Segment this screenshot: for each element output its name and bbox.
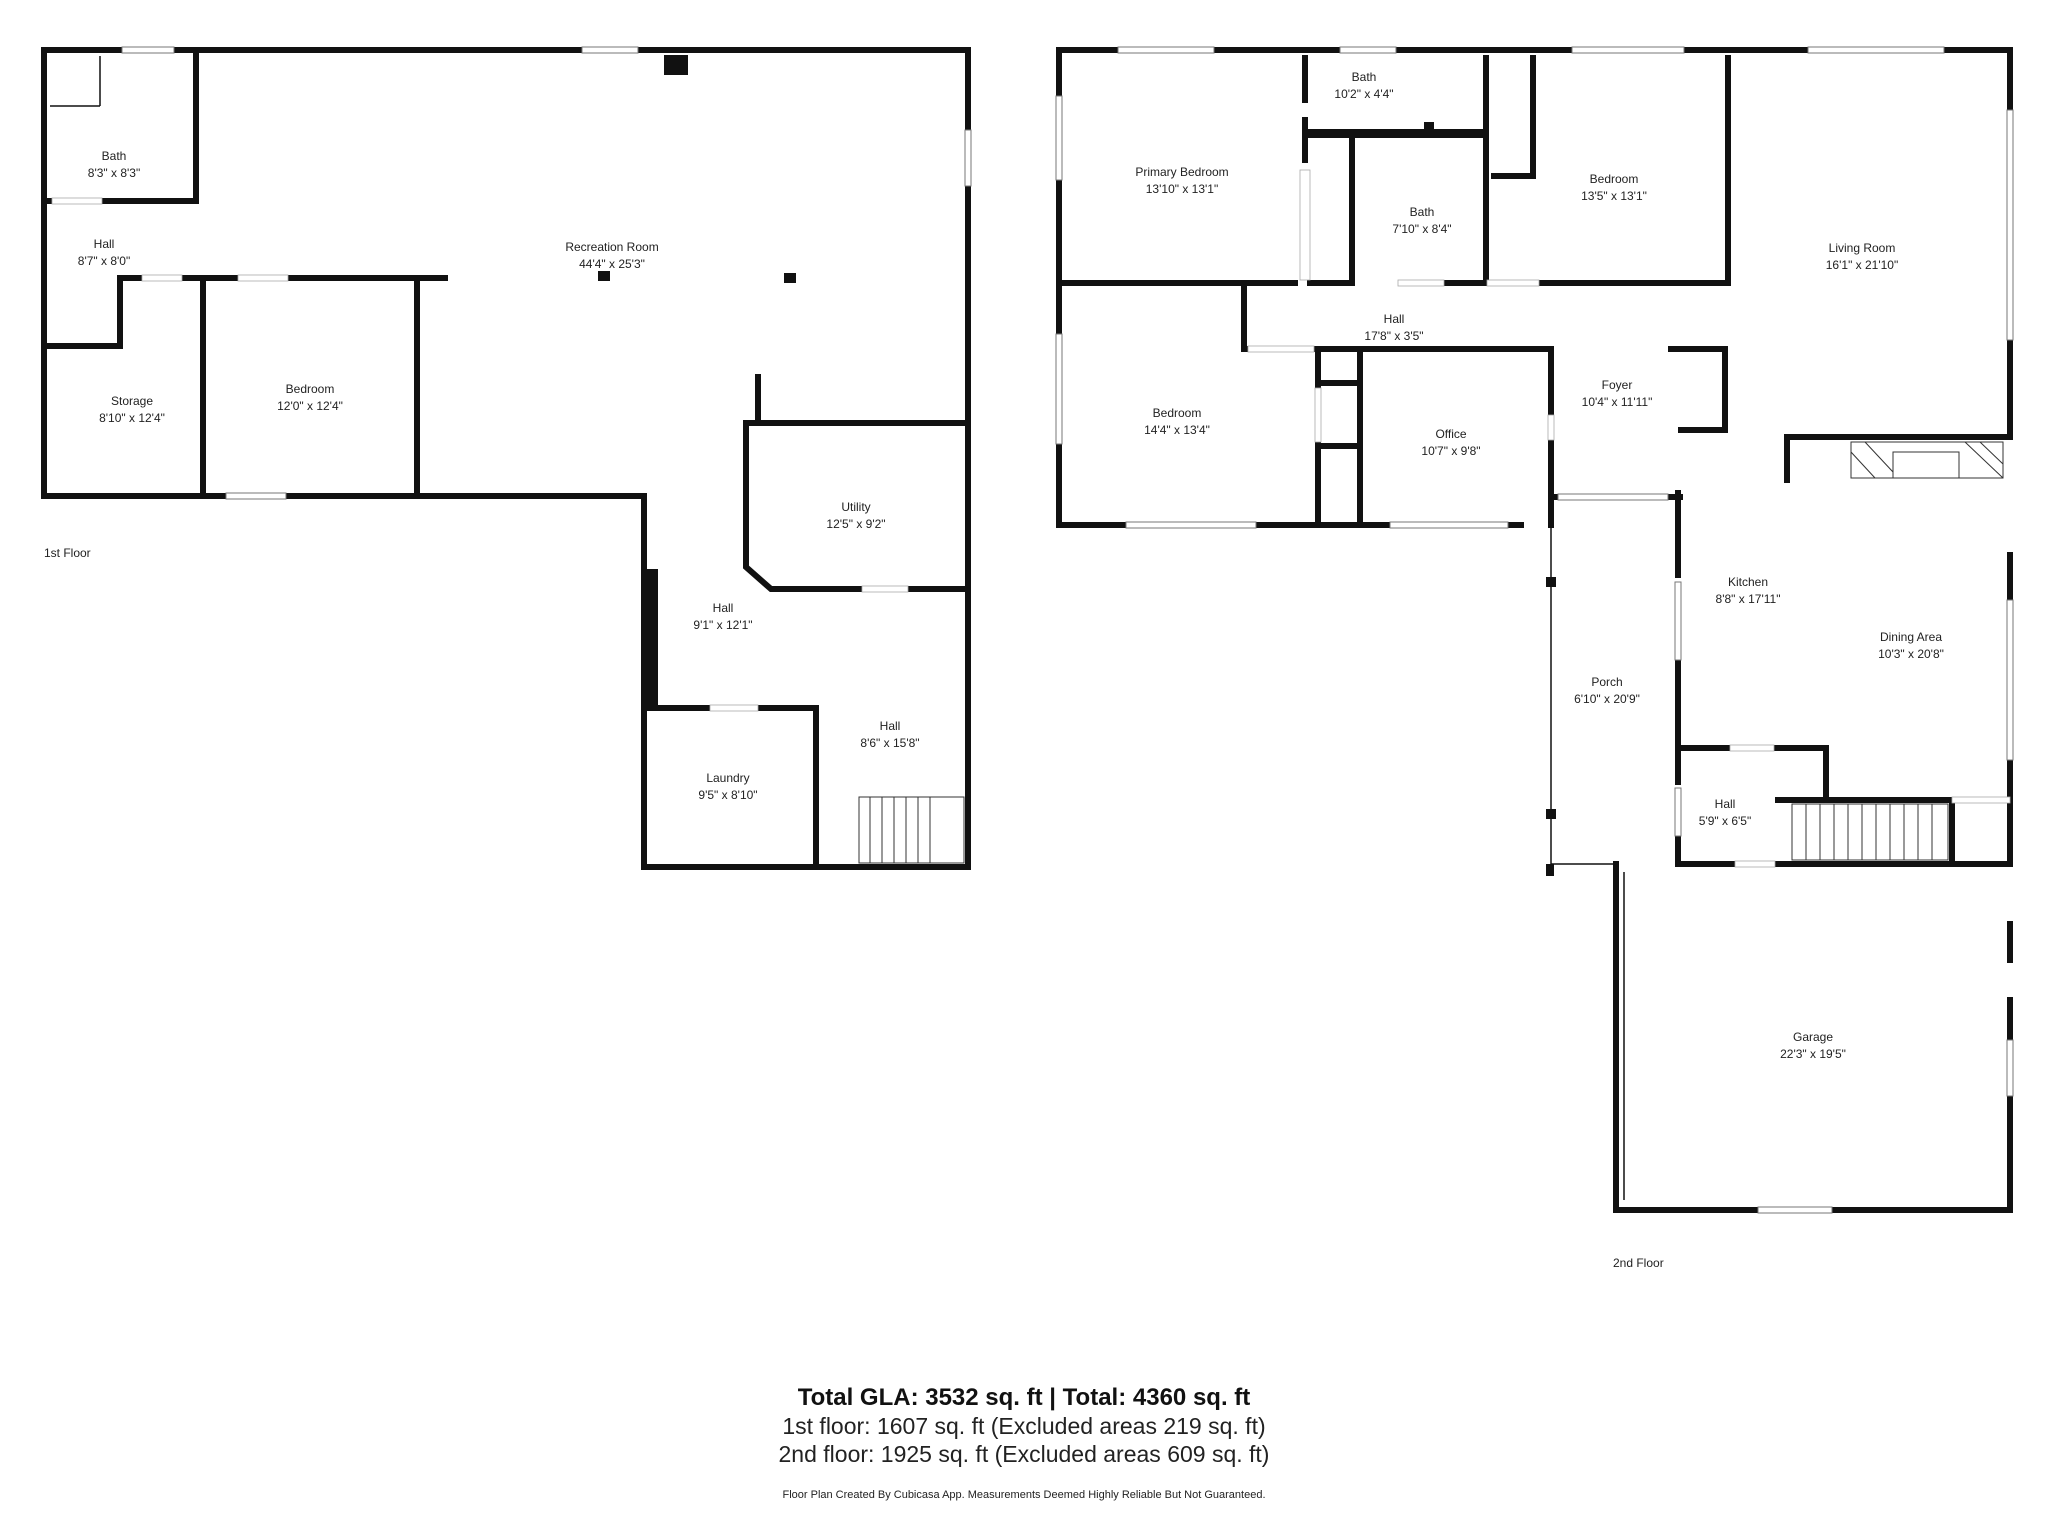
f2-garage-name: Garage	[1793, 1030, 1833, 1044]
f1-bath-name: Bath	[102, 149, 127, 163]
f1-hall-c-name: Hall	[880, 719, 901, 733]
floor2-stairs	[1791, 803, 1949, 861]
f1-hall-b-name: Hall	[713, 601, 734, 615]
f2-kitchen-name: Kitchen	[1728, 575, 1768, 589]
f2-office-name: Office	[1435, 427, 1466, 441]
f1-storage-name: Storage	[111, 394, 153, 408]
f1-recreation-name: Recreation Room	[565, 240, 658, 254]
floor1-label: 1st Floor	[44, 546, 91, 560]
f2-bedroom-a-dims: 13'5" x 13'1"	[1581, 189, 1647, 203]
first-floor-plan: Bath 8'3" x 8'3" Hall 8'7" x 8'0" Recrea…	[41, 46, 972, 870]
f1-utility-dims: 12'5" x 9'2"	[826, 517, 885, 531]
f2-hall-b-dims: 5'9" x 6'5"	[1699, 814, 1751, 828]
fireplace	[1850, 441, 2004, 479]
f1-hall-a-dims: 8'7" x 8'0"	[78, 254, 130, 268]
f2-porch-name: Porch	[1591, 675, 1622, 689]
f2-foyer-name: Foyer	[1602, 378, 1633, 392]
total-area-summary: Total GLA: 3532 sq. ft | Total: 4360 sq.…	[797, 1384, 1251, 1411]
f1-storage-dims: 8'10" x 12'4"	[99, 411, 165, 425]
f1-laundry-name: Laundry	[706, 771, 749, 785]
f2-foyer-dims: 10'4" x 11'11"	[1582, 395, 1653, 409]
f2-porch-dims: 6'10" x 20'9"	[1574, 692, 1640, 706]
disclaimer: Floor Plan Created By Cubicasa App. Meas…	[782, 1489, 1266, 1501]
floor2-area-summary: 2nd floor: 1925 sq. ft (Excluded areas 6…	[778, 1441, 1270, 1467]
f2-bedroom-b-dims: 14'4" x 13'4"	[1144, 423, 1210, 437]
f2-kitchen-dims: 8'8" x 17'11"	[1716, 592, 1781, 606]
f2-bath-b-dims: 7'10" x 8'4"	[1392, 222, 1451, 236]
f2-office-dims: 10'7" x 9'8"	[1421, 444, 1480, 458]
floor1-utility-wall	[743, 420, 971, 592]
f2-dining-dims: 10'3" x 20'8"	[1878, 647, 1944, 661]
f1-recreation-dims: 44'4" x 25'3"	[579, 257, 645, 271]
f2-hall-b-name: Hall	[1715, 797, 1736, 811]
f2-primary-bedroom-name: Primary Bedroom	[1135, 165, 1228, 179]
f1-bedroom-dims: 12'0" x 12'4"	[277, 399, 343, 413]
f1-utility-name: Utility	[841, 500, 870, 514]
second-floor-plan: Primary Bedroom 13'10" x 13'1" Bath 10'2…	[1055, 46, 2014, 1270]
f1-laundry-dims: 9'5" x 8'10"	[698, 788, 757, 802]
f2-hall-a-name: Hall	[1384, 312, 1405, 326]
floor2-label: 2nd Floor	[1613, 1256, 1664, 1270]
f2-bedroom-b-name: Bedroom	[1153, 406, 1202, 420]
f1-hall-b-dims: 9'1" x 12'1"	[693, 618, 752, 632]
f2-bath-b-name: Bath	[1410, 205, 1435, 219]
floor1-area-summary: 1st floor: 1607 sq. ft (Excluded areas 2…	[782, 1413, 1266, 1439]
f2-hall-a-dims: 17'8" x 3'5"	[1364, 329, 1423, 343]
f2-living-name: Living Room	[1829, 241, 1896, 255]
f1-hall-c-dims: 8'6" x 15'8"	[860, 736, 919, 750]
f2-bath-a-dims: 10'2" x 4'4"	[1334, 87, 1393, 101]
f1-bedroom-name: Bedroom	[286, 382, 335, 396]
floor1-outer-wall	[41, 47, 971, 870]
f2-bedroom-a-name: Bedroom	[1590, 172, 1639, 186]
porch-outline	[1546, 497, 1616, 876]
f2-bath-a-name: Bath	[1352, 70, 1377, 84]
floor1-storage-wall	[41, 275, 123, 349]
f2-dining-name: Dining Area	[1880, 630, 1942, 644]
f2-garage-dims: 22'3" x 19'5"	[1780, 1047, 1846, 1061]
f1-bath-dims: 8'3" x 8'3"	[88, 166, 140, 180]
f2-primary-bedroom-dims: 13'10" x 13'1"	[1146, 182, 1219, 196]
floor1-stairs	[858, 796, 965, 864]
f1-hall-a-name: Hall	[94, 237, 115, 251]
f2-living-dims: 16'1" x 21'10"	[1826, 258, 1899, 272]
floor1-laundry-wall	[641, 705, 819, 870]
